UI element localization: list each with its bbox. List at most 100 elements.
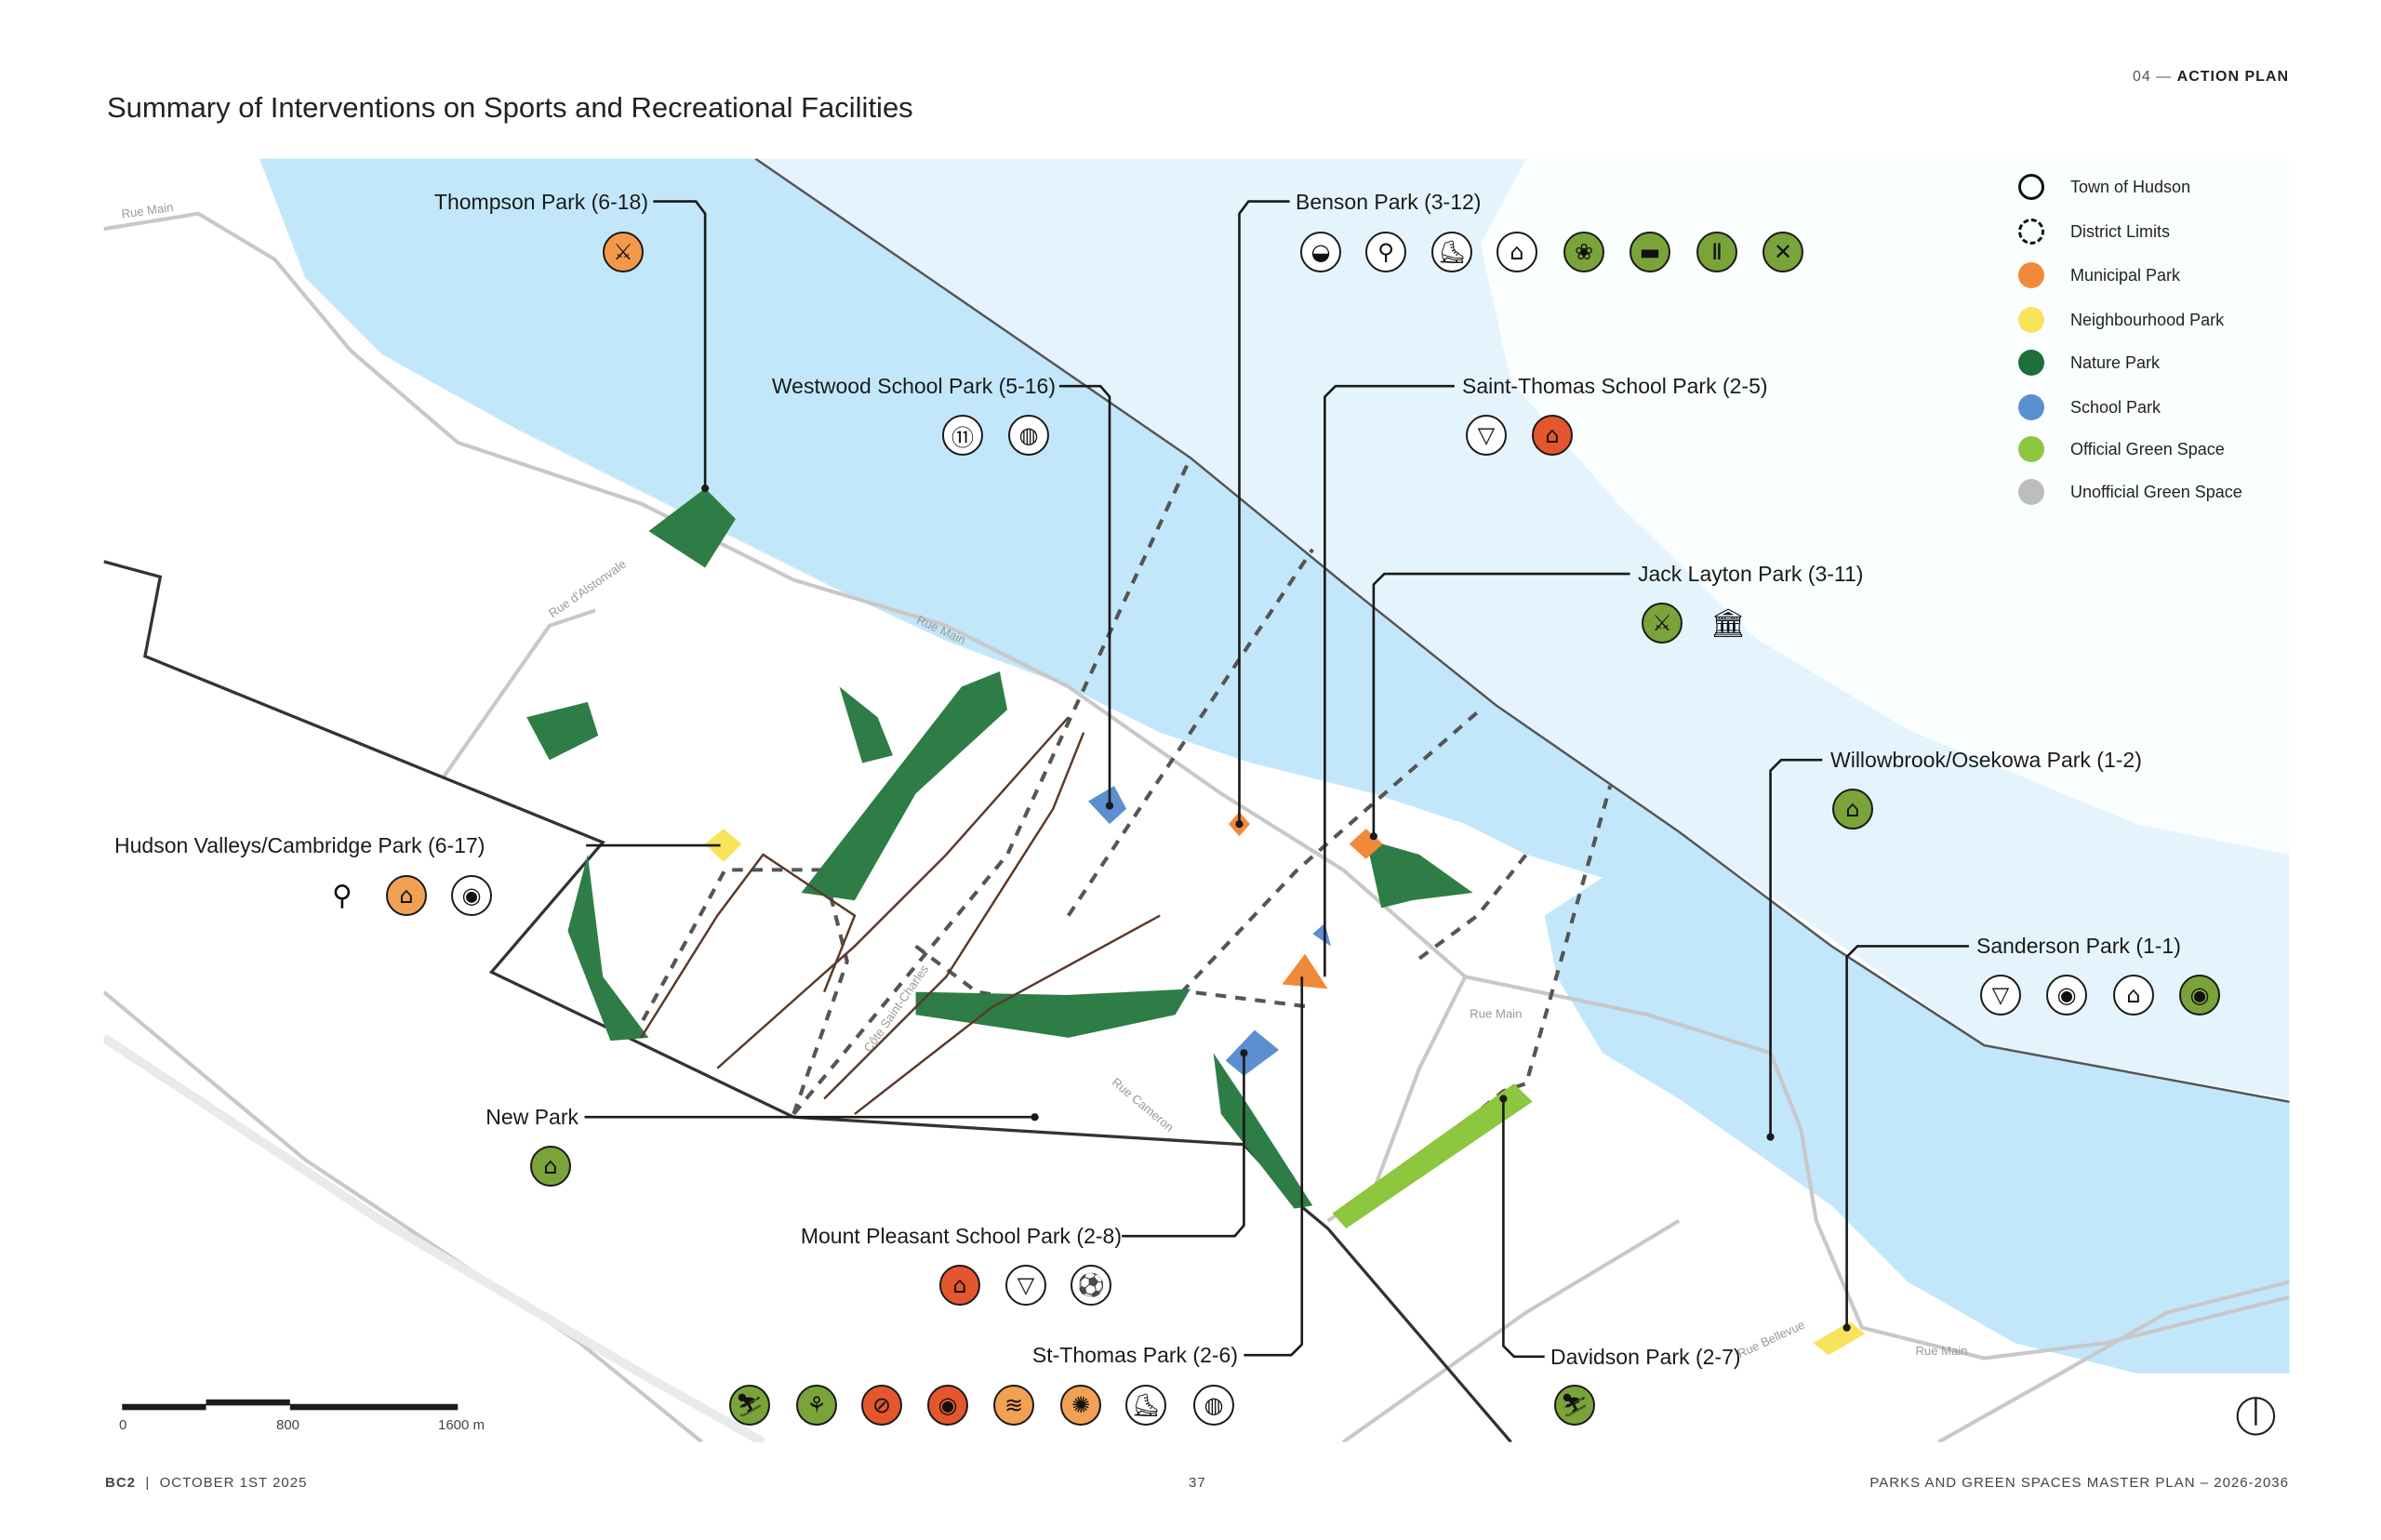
legend-swatch xyxy=(2018,307,2044,333)
basketball-icon: ◉ xyxy=(2179,975,2220,1016)
legend-swatch xyxy=(2018,394,2044,420)
leader-lines xyxy=(584,200,1969,1359)
legend-label: Neighbourhood Park xyxy=(2070,310,2225,329)
section-number: 04 xyxy=(2132,69,2151,85)
section-header: 04 — ACTION PLAN xyxy=(2133,69,2289,86)
page-number: 37 xyxy=(1189,1475,1206,1491)
strategy-icon: ✕ xyxy=(1762,232,1803,272)
volleyball-icon: ◍ xyxy=(1193,1385,1234,1426)
legend-item: Nature Park xyxy=(2018,349,2160,377)
playground-icon: ⌂ xyxy=(386,875,427,916)
scale-label: 800 xyxy=(276,1417,300,1433)
legend-item: Town of Hudson xyxy=(2018,173,2190,201)
legend-swatch xyxy=(2018,350,2044,376)
footer-left: BC2 | OCTOBER 1ST 2025 xyxy=(105,1475,308,1491)
legend-label: Municipal Park xyxy=(2070,265,2181,285)
section-dash: — xyxy=(2156,69,2173,85)
scale-bar xyxy=(122,1399,459,1411)
legend-item: District Limits xyxy=(2018,218,2170,246)
legend-swatch xyxy=(2018,262,2044,288)
playground-icon: ⌂ xyxy=(530,1146,571,1187)
legend-item: School Park xyxy=(2018,393,2161,421)
scale-label: 0 xyxy=(119,1417,127,1433)
north-arrow-icon xyxy=(2236,1397,2276,1436)
fitness-icon: Ⅱ xyxy=(1696,232,1737,272)
playground-icon: ⌂ xyxy=(2113,975,2154,1016)
road-label: Rue Main xyxy=(1915,1344,1967,1358)
kayak-icon: ⚔ xyxy=(1642,603,1683,644)
sledding-icon: ⛷ xyxy=(729,1385,770,1426)
legend-swatch xyxy=(2018,174,2044,200)
basketball-hoop-icon: ▽ xyxy=(1005,1265,1046,1306)
far-shore-land xyxy=(1480,158,2290,855)
museum-icon: 🏛 xyxy=(1709,606,1747,640)
lake xyxy=(259,158,2290,1374)
pool-icon: ≋ xyxy=(993,1385,1034,1426)
park-label-benson[interactable]: Benson Park (3-12) xyxy=(1296,190,1482,214)
legend-label: Unofficial Green Space xyxy=(2070,482,2242,501)
park-label-new-park[interactable]: New Park xyxy=(486,1105,579,1129)
legend-swatch xyxy=(2018,219,2044,245)
town-of-hudson-boundary xyxy=(103,560,1512,1442)
playground-icon: ⌂ xyxy=(1532,415,1573,456)
volleyball-icon: ◍ xyxy=(1008,415,1049,456)
legend-item: Official Green Space xyxy=(2018,435,2225,463)
soccer-field-icon: ⑪ xyxy=(942,415,983,456)
park-label-jack-layton[interactable]: Jack Layton Park (3-11) xyxy=(1638,562,1864,586)
kayak-icon: ⚔ xyxy=(603,232,644,272)
section-name: ACTION PLAN xyxy=(2176,69,2289,85)
park-label-mount-pleasant[interactable]: Mount Pleasant School Park (2-8) xyxy=(800,1224,1122,1248)
pickleball-icon: ⚲ xyxy=(332,879,352,912)
park-label-hudson-valleys[interactable]: Hudson Valleys/Cambridge Park (6-17) xyxy=(114,833,486,857)
municipal-parks xyxy=(1229,812,1383,989)
basketball-icon: ◉ xyxy=(451,875,492,916)
sledding-icon: ⛷ xyxy=(1554,1385,1595,1426)
park-label-sanderson[interactable]: Sanderson Park (1-1) xyxy=(1976,934,2181,958)
nature-parks xyxy=(526,488,1473,1209)
legend-item: Municipal Park xyxy=(2018,261,2180,289)
footer-date: OCTOBER 1ST 2025 xyxy=(159,1475,308,1491)
park-label-st-thomas[interactable]: St-Thomas Park (2-6) xyxy=(1031,1343,1238,1367)
park-label-thompson[interactable]: Thompson Park (6-18) xyxy=(433,190,648,214)
park-label-westwood[interactable]: Westwood School Park (5-16) xyxy=(771,374,1056,398)
legend-item: Unofficial Green Space xyxy=(2018,478,2242,506)
tennis-icon: ⚘ xyxy=(796,1385,837,1426)
park-label-willowbrook[interactable]: Willowbrook/Osekowa Park (1-2) xyxy=(1830,748,2142,772)
skate-icon: ⛸ xyxy=(1125,1385,1166,1426)
official-green-space xyxy=(1332,1083,1533,1229)
playground-icon: ⌂ xyxy=(1832,789,1873,830)
legend-label: School Park xyxy=(2070,397,2162,417)
park-label-saint-thomas-school[interactable]: Saint-Thomas School Park (2-5) xyxy=(1462,374,1768,398)
legend-swatch xyxy=(2018,436,2044,462)
legend-label: Official Green Space xyxy=(2070,439,2225,458)
neighbourhood-parks xyxy=(705,829,1866,1356)
baseball-icon: ◒ xyxy=(1300,232,1341,272)
no-climbing-icon: ⊘ xyxy=(861,1385,902,1426)
roads xyxy=(103,211,2290,1442)
basketball-icon: ◉ xyxy=(927,1385,968,1426)
legend-item: Neighbourhood Park xyxy=(2018,306,2224,334)
playground-icon: ⌂ xyxy=(1496,232,1537,272)
scale-label: 1600 m xyxy=(438,1417,486,1433)
trails xyxy=(640,716,1161,1115)
legend-label: District Limits xyxy=(2070,221,2170,241)
soccer-icon: ⚽ xyxy=(1071,1265,1111,1306)
hockey-icon: ⚲ xyxy=(1365,232,1406,272)
road-label: Rue Main xyxy=(1470,1007,1522,1021)
legend-label: Town of Hudson xyxy=(2070,177,2191,196)
footer-org: BC2 xyxy=(105,1475,137,1491)
town-boundary xyxy=(754,158,2290,1104)
skateboard-icon: ▬ xyxy=(1629,232,1670,272)
park-label-davidson[interactable]: Davidson Park (2-7) xyxy=(1550,1345,1741,1369)
page-title: Summary of Interventions on Sports and R… xyxy=(107,91,913,124)
basketball-hoop-icon: ▽ xyxy=(1466,415,1507,456)
splash-pad-icon: ✺ xyxy=(1060,1385,1101,1426)
skate-icon: ⛸ xyxy=(1431,232,1472,272)
legend-label: Nature Park xyxy=(2070,352,2161,372)
footer-right: PARKS AND GREEN SPACES MASTER PLAN – 202… xyxy=(1869,1475,2289,1491)
playground-icon: ⌂ xyxy=(939,1265,980,1306)
garden-icon: ❀ xyxy=(1563,232,1604,272)
basketball-icon: ◉ xyxy=(2046,975,2087,1016)
legend-swatch xyxy=(2018,479,2044,505)
